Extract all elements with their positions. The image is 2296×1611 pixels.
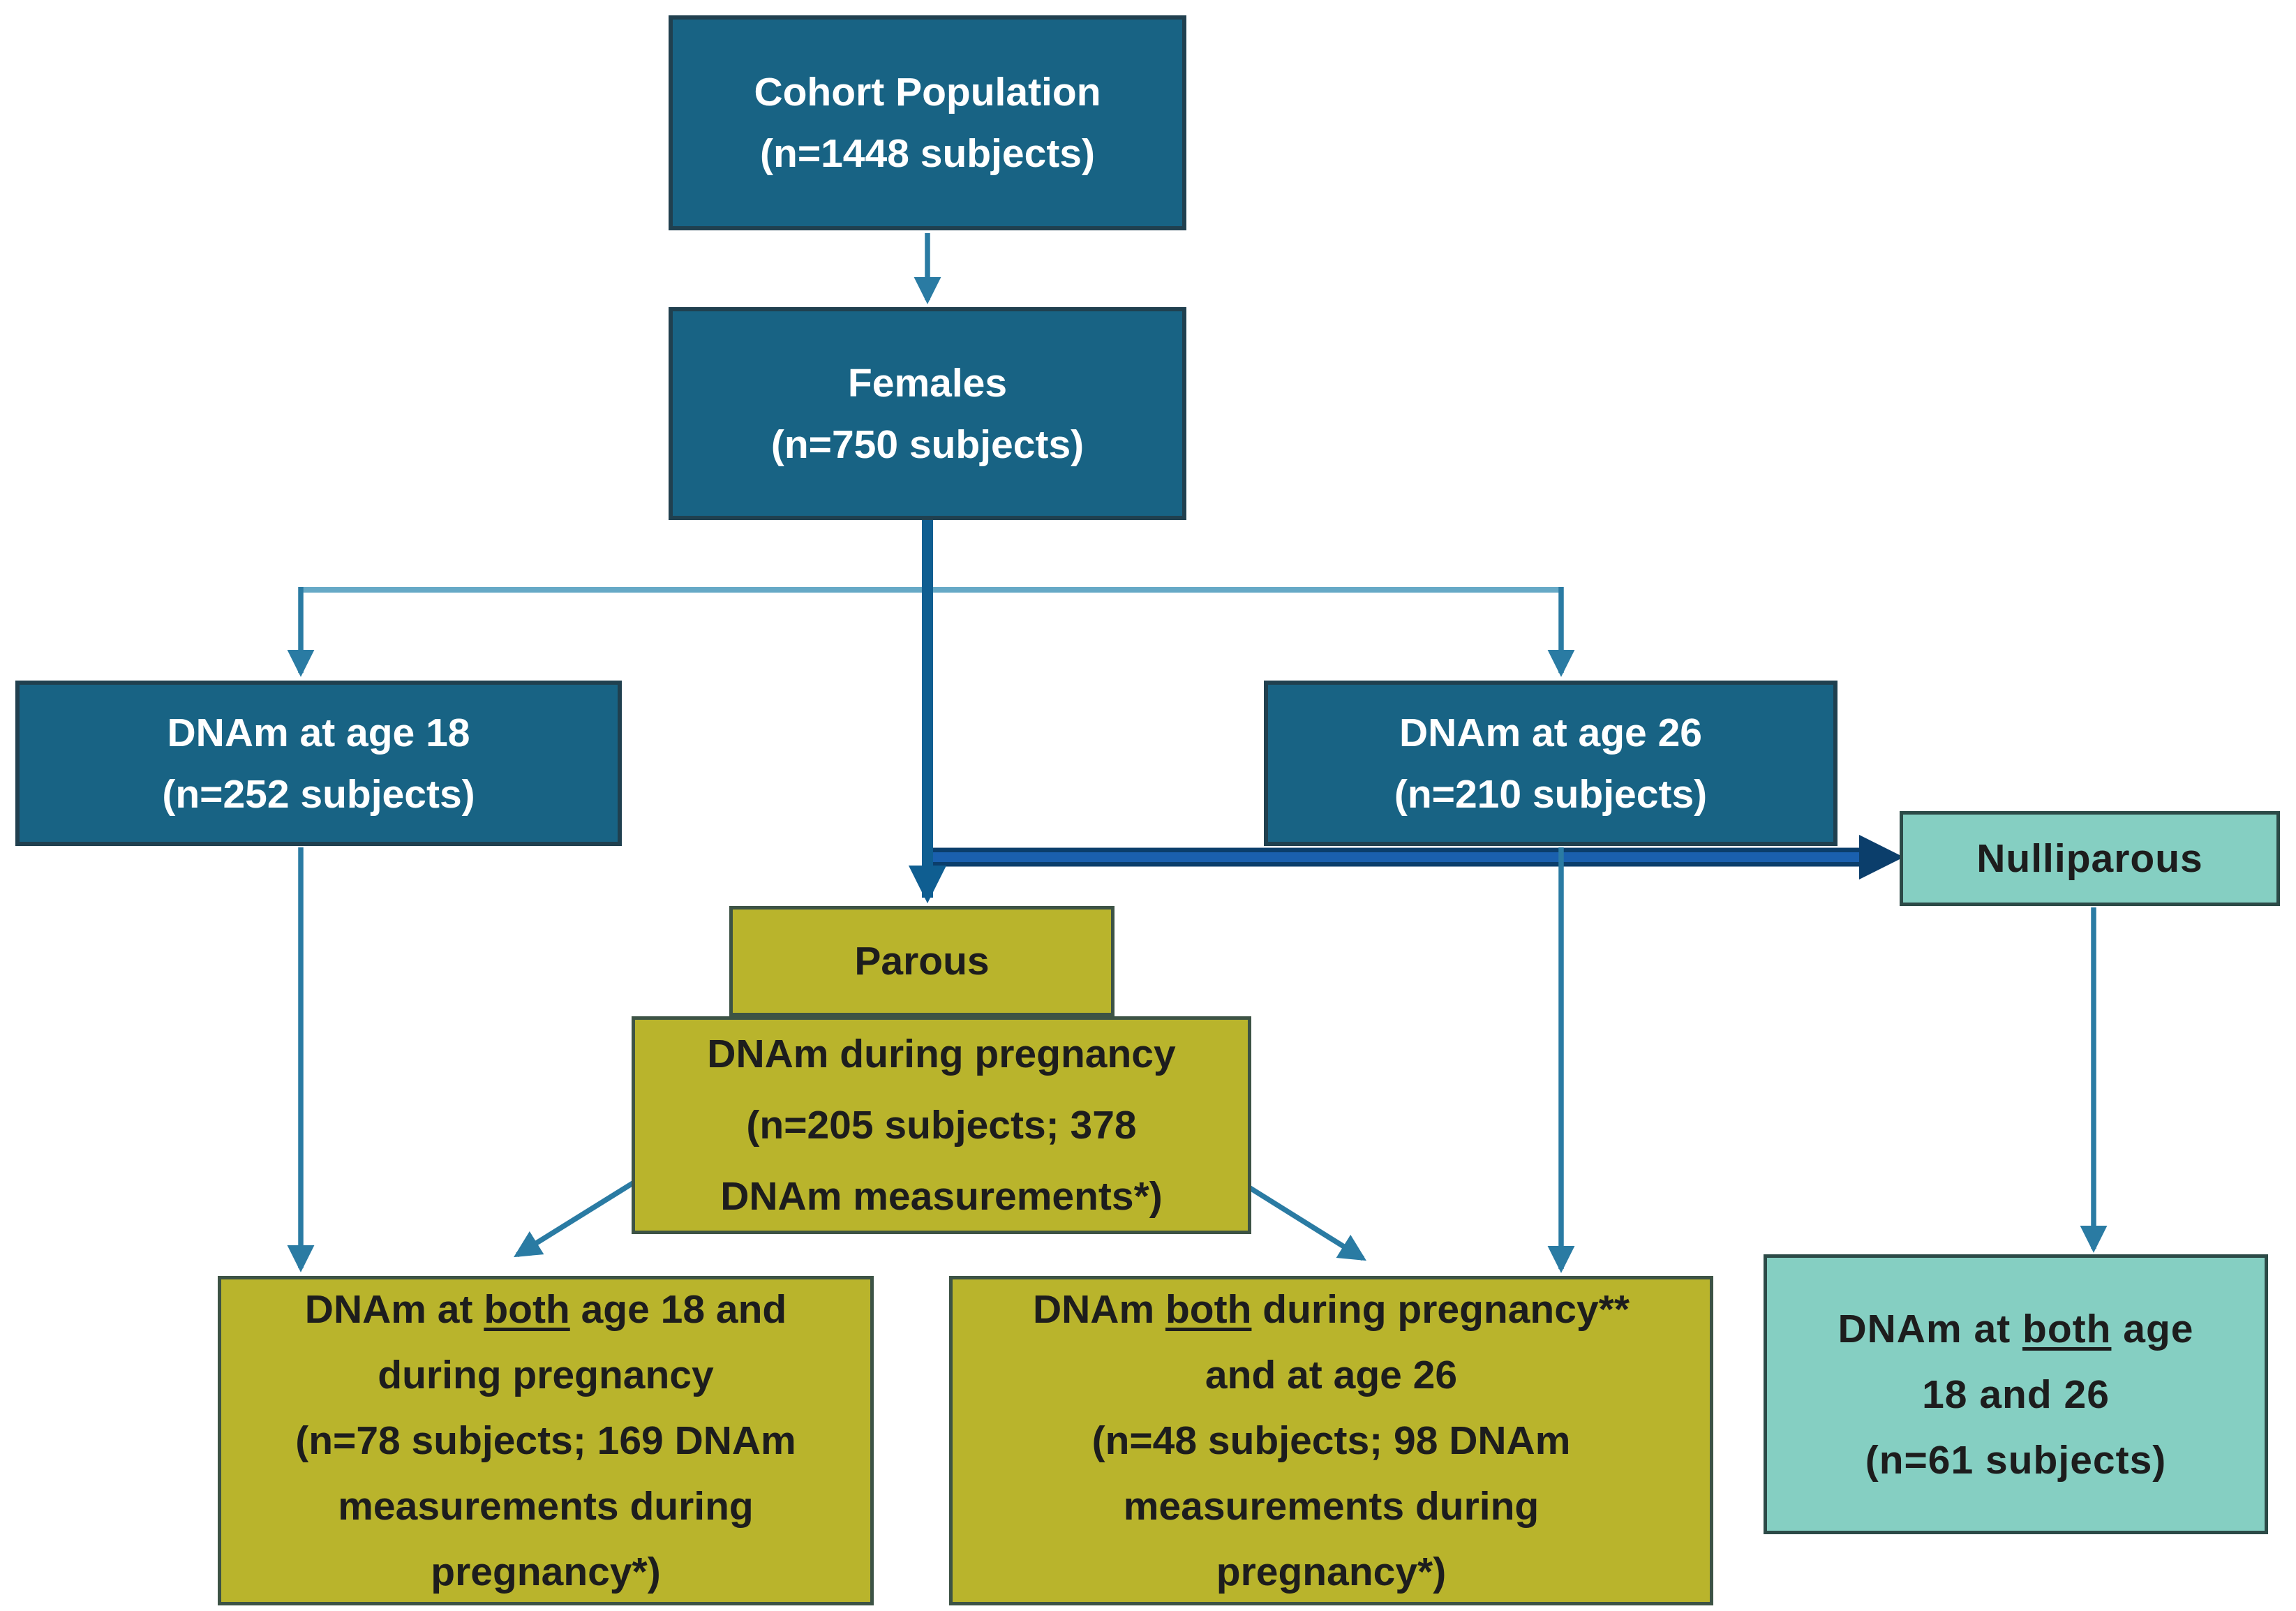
node-age26-line1: DNAm at age 26 bbox=[1399, 710, 1702, 755]
node-age18-line1: DNAm at age 18 bbox=[167, 710, 470, 755]
node-cohort-population: Cohort Population (n=1448 subjects) bbox=[669, 15, 1186, 230]
node-bothpreg26-line1-post: during pregnancy** bbox=[1251, 1287, 1630, 1332]
node-females: Females (n=750 subjects) bbox=[669, 307, 1186, 520]
node-females-line2: (n=750 subjects) bbox=[770, 422, 1084, 467]
node-bothpreg26-line1: DNAm both during pregnancy** bbox=[1033, 1277, 1630, 1342]
node-both18preg-line1-post: age 18 and bbox=[569, 1287, 787, 1332]
node-dnam-during-pregnancy: DNAm during pregnancy (n=205 subjects; 3… bbox=[632, 1016, 1251, 1234]
node-cohort-line2: (n=1448 subjects) bbox=[760, 131, 1095, 176]
edge-pregnancy-to-both18preg bbox=[514, 1179, 636, 1258]
node-both18preg-line1: DNAm at both age 18 and bbox=[305, 1277, 787, 1342]
node-bothpreg26-line1-pre: DNAm bbox=[1032, 1287, 1165, 1332]
node-nulliparous-label: Nulliparous bbox=[1976, 836, 2203, 881]
node-both18preg-line3: (n=78 subjects; 169 DNAm bbox=[295, 1418, 796, 1463]
node-dnam-age18: DNAm at age 18 (n=252 subjects) bbox=[15, 681, 622, 846]
node-bothpreg26-line1-both: both bbox=[1165, 1287, 1252, 1332]
node-both18preg-line2: during pregnancy bbox=[378, 1353, 714, 1397]
node-bothpreg26-line3: (n=48 subjects; 98 DNAm bbox=[1091, 1418, 1571, 1463]
node-nulliparous: Nulliparous bbox=[1900, 811, 2280, 906]
node-pregnancy-line2: (n=205 subjects; 378 bbox=[746, 1103, 1137, 1148]
node-both18preg-line1-both: both bbox=[484, 1287, 570, 1332]
node-bothpreg26-line2: and at age 26 bbox=[1205, 1353, 1458, 1397]
node-age26-line2: (n=210 subjects) bbox=[1394, 771, 1708, 817]
node-both18preg-line5: pregnancy*) bbox=[431, 1550, 661, 1594]
node-both-pregnancy-and-age26: DNAm both during pregnancy** and at age … bbox=[949, 1276, 1713, 1605]
node-pregnancy-line3: DNAm measurements*) bbox=[720, 1174, 1163, 1219]
node-females-line1: Females bbox=[847, 360, 1008, 406]
node-both1826-line1-post: age bbox=[2111, 1306, 2194, 1351]
edge-females-to-nulliparous-arrowhead bbox=[1859, 835, 1904, 879]
node-both1826-line1-pre: DNAm at bbox=[1837, 1306, 2023, 1351]
node-both18preg-line4: measurements during bbox=[338, 1484, 754, 1529]
node-parous: Parous bbox=[729, 906, 1115, 1016]
node-bothpreg26-line4: measurements during bbox=[1123, 1484, 1540, 1529]
node-both1826-line1: DNAm at both age bbox=[1837, 1296, 2193, 1362]
node-both-age18-and-pregnancy: DNAm at both age 18 and during pregnancy… bbox=[218, 1276, 874, 1605]
node-parous-label: Parous bbox=[854, 939, 990, 983]
edge-pregnancy-to-bothpreg26 bbox=[1246, 1184, 1366, 1261]
node-both18preg-line1-pre: DNAm at bbox=[304, 1287, 484, 1332]
node-dnam-age26: DNAm at age 26 (n=210 subjects) bbox=[1264, 681, 1837, 846]
node-both-age18-and-age26: DNAm at both age 18 and 26 (n=61 subject… bbox=[1764, 1254, 2268, 1534]
node-bothpreg26-line5: pregnancy*) bbox=[1216, 1550, 1447, 1594]
node-both1826-line2: 18 and 26 bbox=[1922, 1372, 2110, 1417]
node-both1826-line3: (n=61 subjects) bbox=[1865, 1437, 2167, 1483]
node-cohort-line1: Cohort Population bbox=[754, 70, 1101, 114]
node-both1826-line1-both: both bbox=[2022, 1306, 2112, 1351]
node-age18-line2: (n=252 subjects) bbox=[162, 771, 475, 817]
node-pregnancy-line1: DNAm during pregnancy bbox=[707, 1032, 1176, 1076]
